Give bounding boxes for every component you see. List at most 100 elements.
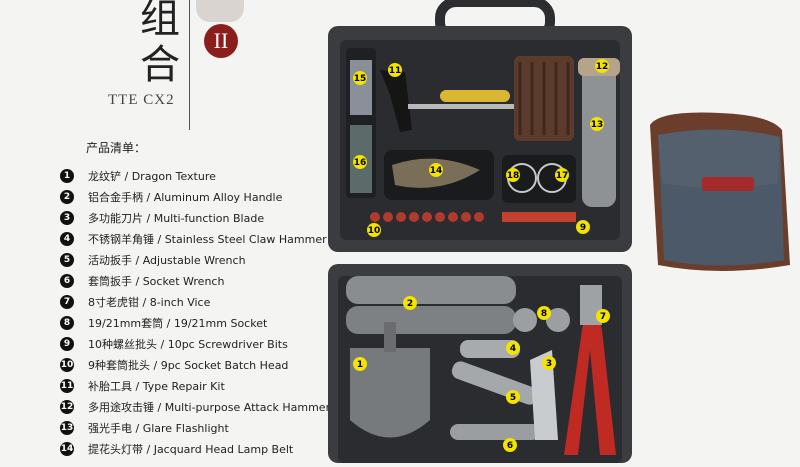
marker-4: 4: [506, 341, 520, 355]
item-label: 套筒扳手 / Socket Wrench: [88, 274, 225, 288]
screwdriver-bits: [502, 212, 576, 222]
list-title: 产品清单：: [86, 141, 147, 155]
bit-box: [350, 60, 372, 115]
item-label: 活动扳手 / Adjustable Wrench: [88, 253, 246, 267]
page-title: 组合: [140, 0, 180, 88]
list-item: 6 套筒扳手 / Socket Wrench: [60, 270, 330, 291]
list-item: 11 补胎工具 / Type Repair Kit: [60, 375, 330, 396]
marker-6: 6: [503, 438, 517, 452]
item-label: 提花头灯带 / Jacquard Head Lamp Belt: [88, 442, 294, 456]
model-subtitle: TTE CX2: [108, 92, 175, 108]
item-label: 9种套筒批头 / 9pc Socket Batch Head: [88, 358, 289, 372]
item-label: 强光手电 / Glare Flashlight: [88, 421, 229, 435]
tool-case-illustration: 15 11 12 13 16 14 18 17 10 9 2 8 7 4 1 3…: [320, 0, 650, 463]
marker-12: 12: [595, 59, 609, 73]
bag-label: [702, 177, 754, 191]
item-number: 6: [60, 273, 74, 288]
item-label: 多用途攻击锤 / Multi-purpose Attack Hammer: [88, 400, 331, 414]
item-number: 3: [60, 210, 74, 225]
list-item: 12 多用途攻击锤 / Multi-purpose Attack Hammer: [60, 396, 330, 417]
list-item: 10 9种套筒批头 / 9pc Socket Batch Head: [60, 354, 330, 375]
item-number: 14: [60, 441, 74, 456]
item-label: 不锈钢羊角锤 / Stainless Steel Claw Hammer: [88, 232, 327, 246]
svg-text:6: 6: [507, 441, 513, 451]
alloy-handle: [346, 276, 516, 304]
svg-text:7: 7: [600, 312, 606, 322]
svg-text:10: 10: [368, 226, 381, 236]
svg-text:11: 11: [389, 66, 402, 76]
item-number: 7: [60, 294, 74, 309]
svg-text:15: 15: [354, 74, 367, 84]
list-item: 5 活动扳手 / Adjustable Wrench: [60, 249, 330, 270]
repair-needle: [408, 104, 518, 109]
alloy-handle: [346, 306, 516, 334]
item-label: 10种螺丝批头 / 10pc Screwdriver Bits: [88, 337, 288, 351]
shovel-neck: [384, 322, 396, 352]
tool-case-svg: 15 11 12 13 16 14 18 17 10 9 2 8 7 4 1 3…: [328, 0, 632, 463]
bag-flap: [658, 129, 780, 188]
svg-text:13: 13: [591, 120, 604, 130]
title-divider: [189, 0, 190, 130]
svg-text:12: 12: [596, 62, 609, 72]
marker-14: 14: [429, 163, 443, 177]
item-label: 铝合金手柄 / Aluminum Alloy Handle: [88, 190, 283, 204]
list-item: 3 多功能刀片 / Multi-function Blade: [60, 207, 330, 228]
socket-19: [513, 308, 537, 332]
svg-text:16: 16: [354, 158, 367, 168]
svg-text:5: 5: [510, 393, 516, 403]
repair-tool: [440, 90, 510, 102]
marker-8: 8: [537, 306, 551, 320]
svg-text:3: 3: [546, 359, 552, 369]
marker-1: 1: [353, 357, 367, 371]
item-number: 10: [60, 357, 74, 372]
roman-badge: II: [204, 24, 238, 58]
svg-text:2: 2: [407, 299, 413, 309]
list-item: 9 10种螺丝批头 / 10pc Screwdriver Bits: [60, 333, 330, 354]
item-number: 5: [60, 252, 74, 267]
list-item: 4 不锈钢羊角锤 / Stainless Steel Claw Hammer: [60, 228, 330, 249]
flashlight: [582, 62, 616, 207]
shovel-blade: [350, 348, 430, 438]
list-item: 7 8寸老虎钳 / 8-inch Vice: [60, 291, 330, 312]
marker-2: 2: [403, 296, 417, 310]
item-label: 补胎工具 / Type Repair Kit: [88, 379, 225, 393]
marker-5: 5: [506, 390, 520, 404]
svg-text:8: 8: [541, 309, 547, 319]
svg-text:14: 14: [430, 166, 443, 176]
svg-text:18: 18: [507, 171, 520, 181]
marker-18: 18: [506, 168, 520, 182]
marker-17: 17: [555, 168, 569, 182]
item-label: 龙纹铲 / Dragon Texture: [88, 169, 216, 183]
repair-handle: [380, 70, 412, 132]
item-number: 1: [60, 168, 74, 183]
pliers: [564, 285, 616, 455]
carry-bag-svg: [650, 112, 790, 271]
socket-21: [546, 308, 570, 332]
multi-blade: [530, 350, 558, 440]
item-number: 9: [60, 336, 74, 351]
list-item: 1 龙纹铲 / Dragon Texture: [60, 165, 330, 186]
svg-text:9: 9: [580, 223, 586, 233]
item-number: 11: [60, 378, 74, 393]
svg-text:1: 1: [357, 360, 363, 370]
item-label: 多功能刀片 / Multi-function Blade: [88, 211, 265, 225]
item-number: 8: [60, 315, 74, 330]
badge-backdrop: [196, 0, 244, 22]
marker-13: 13: [590, 117, 604, 131]
marker-3: 3: [542, 356, 556, 370]
socket-wrench: [450, 424, 540, 440]
item-number: 4: [60, 231, 74, 246]
marker-10: 10: [367, 223, 381, 237]
item-label: 8寸老虎钳 / 8-inch Vice: [88, 295, 211, 309]
carry-bag-illustration: [640, 105, 800, 280]
marker-9: 9: [576, 220, 590, 234]
item-number: 12: [60, 399, 74, 414]
marker-7: 7: [596, 309, 610, 323]
claw-hammer: [460, 340, 520, 358]
marker-16: 16: [353, 155, 367, 169]
svg-text:17: 17: [556, 171, 569, 181]
